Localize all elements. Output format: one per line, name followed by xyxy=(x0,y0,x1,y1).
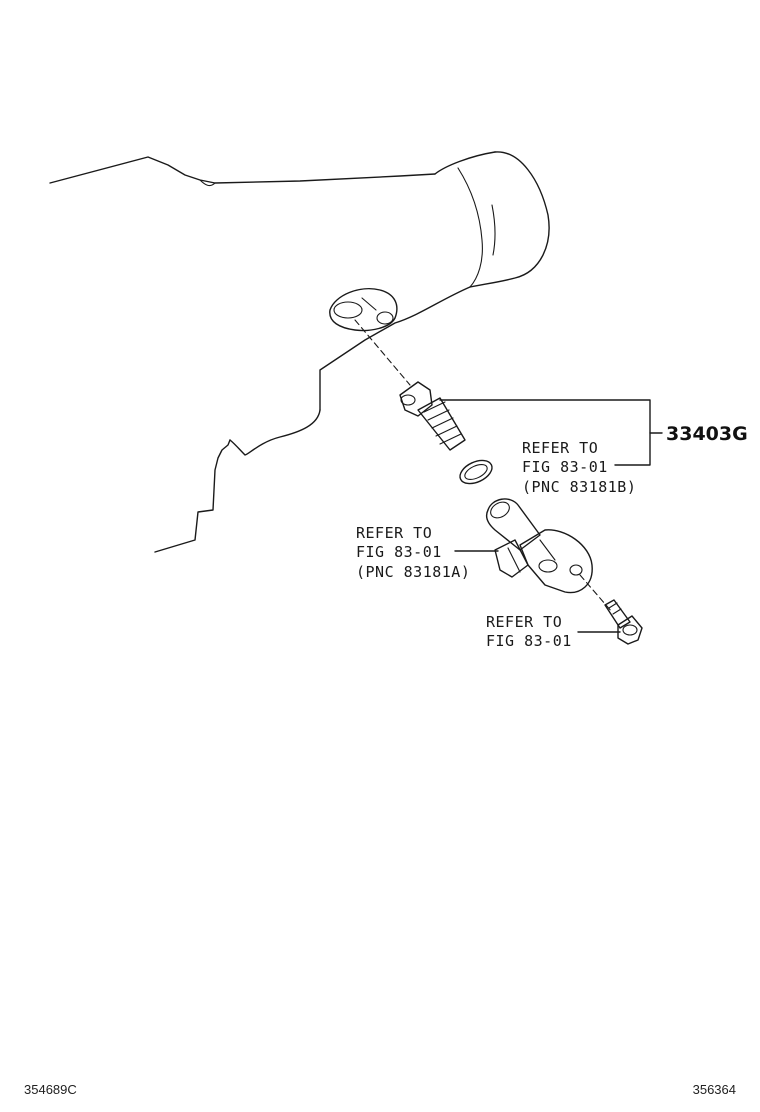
callout-sensor-line1: REFER TO xyxy=(356,524,432,542)
sensor-unit xyxy=(486,498,593,594)
alignment-line-lower xyxy=(579,574,613,613)
mounting-boss xyxy=(329,288,398,332)
o-ring-gasket xyxy=(459,459,493,485)
alignment-line-upper xyxy=(354,319,411,386)
callout-bolt: REFER TO FIG 83-01 xyxy=(486,613,572,650)
callout-gasket-line1: REFER TO xyxy=(522,439,598,457)
callout-gasket: REFER TO FIG 83-01 (PNC 83181B) xyxy=(522,439,636,496)
callout-sensor: REFER TO FIG 83-01 (PNC 83181A) xyxy=(356,524,470,581)
speed-sensor-part xyxy=(399,381,466,451)
callout-gasket-line3: (PNC 83181B) xyxy=(522,478,636,496)
callout-bolt-line2: FIG 83-01 xyxy=(486,632,572,650)
transmission-housing xyxy=(49,151,550,553)
callout-sensor-line2: FIG 83-01 xyxy=(356,543,442,561)
bolt-part xyxy=(604,599,643,645)
part-number-label: 33403G xyxy=(666,423,748,445)
footer-left-code: 354689C xyxy=(24,1082,77,1097)
callout-bolt-line1: REFER TO xyxy=(486,613,562,631)
footer-right-code: 356364 xyxy=(693,1082,736,1097)
callout-sensor-line3: (PNC 83181A) xyxy=(356,563,470,581)
callout-gasket-line2: FIG 83-01 xyxy=(522,458,608,476)
part-number-bracket xyxy=(439,399,663,466)
